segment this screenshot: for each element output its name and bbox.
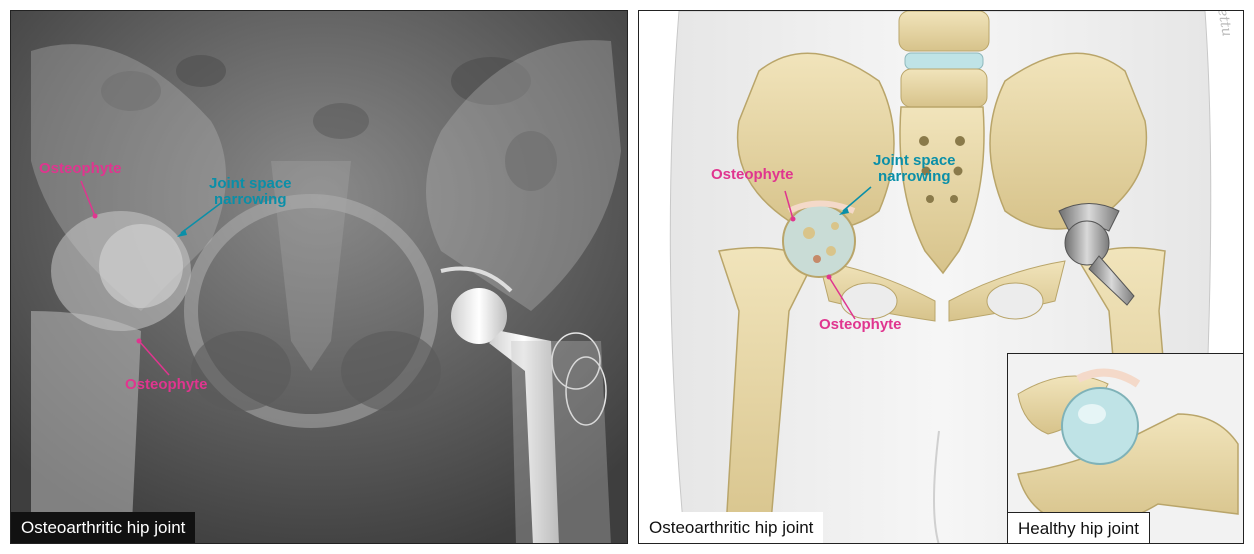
illus-joint-space-label-line2: narrowing — [873, 169, 956, 185]
osteophyte-label-upper: Osteophyte — [39, 161, 122, 177]
healthy-hip-inset: Healthy hip joint — [1007, 353, 1244, 544]
osteophyte-label-lower: Osteophyte — [125, 377, 208, 393]
inset-caption: Healthy hip joint — [1008, 512, 1150, 544]
joint-space-narrowing-label: Joint space narrowing — [209, 176, 292, 208]
illus-joint-space-label-line1: Joint space — [873, 153, 956, 169]
illustration-caption: Osteoarthritic hip joint — [639, 512, 823, 543]
illustration-panel: Osteophyte Joint space narrowing Osteoph… — [638, 10, 1244, 544]
joint-space-label-line1: Joint space — [209, 176, 292, 192]
illus-joint-space-narrowing-label: Joint space narrowing — [873, 153, 956, 185]
xray-panel: Osteophyte Joint space narrowing Osteoph… — [10, 10, 628, 544]
illus-osteophyte-label-lower: Osteophyte — [819, 317, 902, 333]
illus-osteophyte-label-upper: Osteophyte — [711, 167, 794, 183]
xray-image — [11, 11, 628, 544]
joint-space-label-line2: narrowing — [209, 192, 292, 208]
xray-caption: Osteoarthritic hip joint — [11, 512, 195, 543]
